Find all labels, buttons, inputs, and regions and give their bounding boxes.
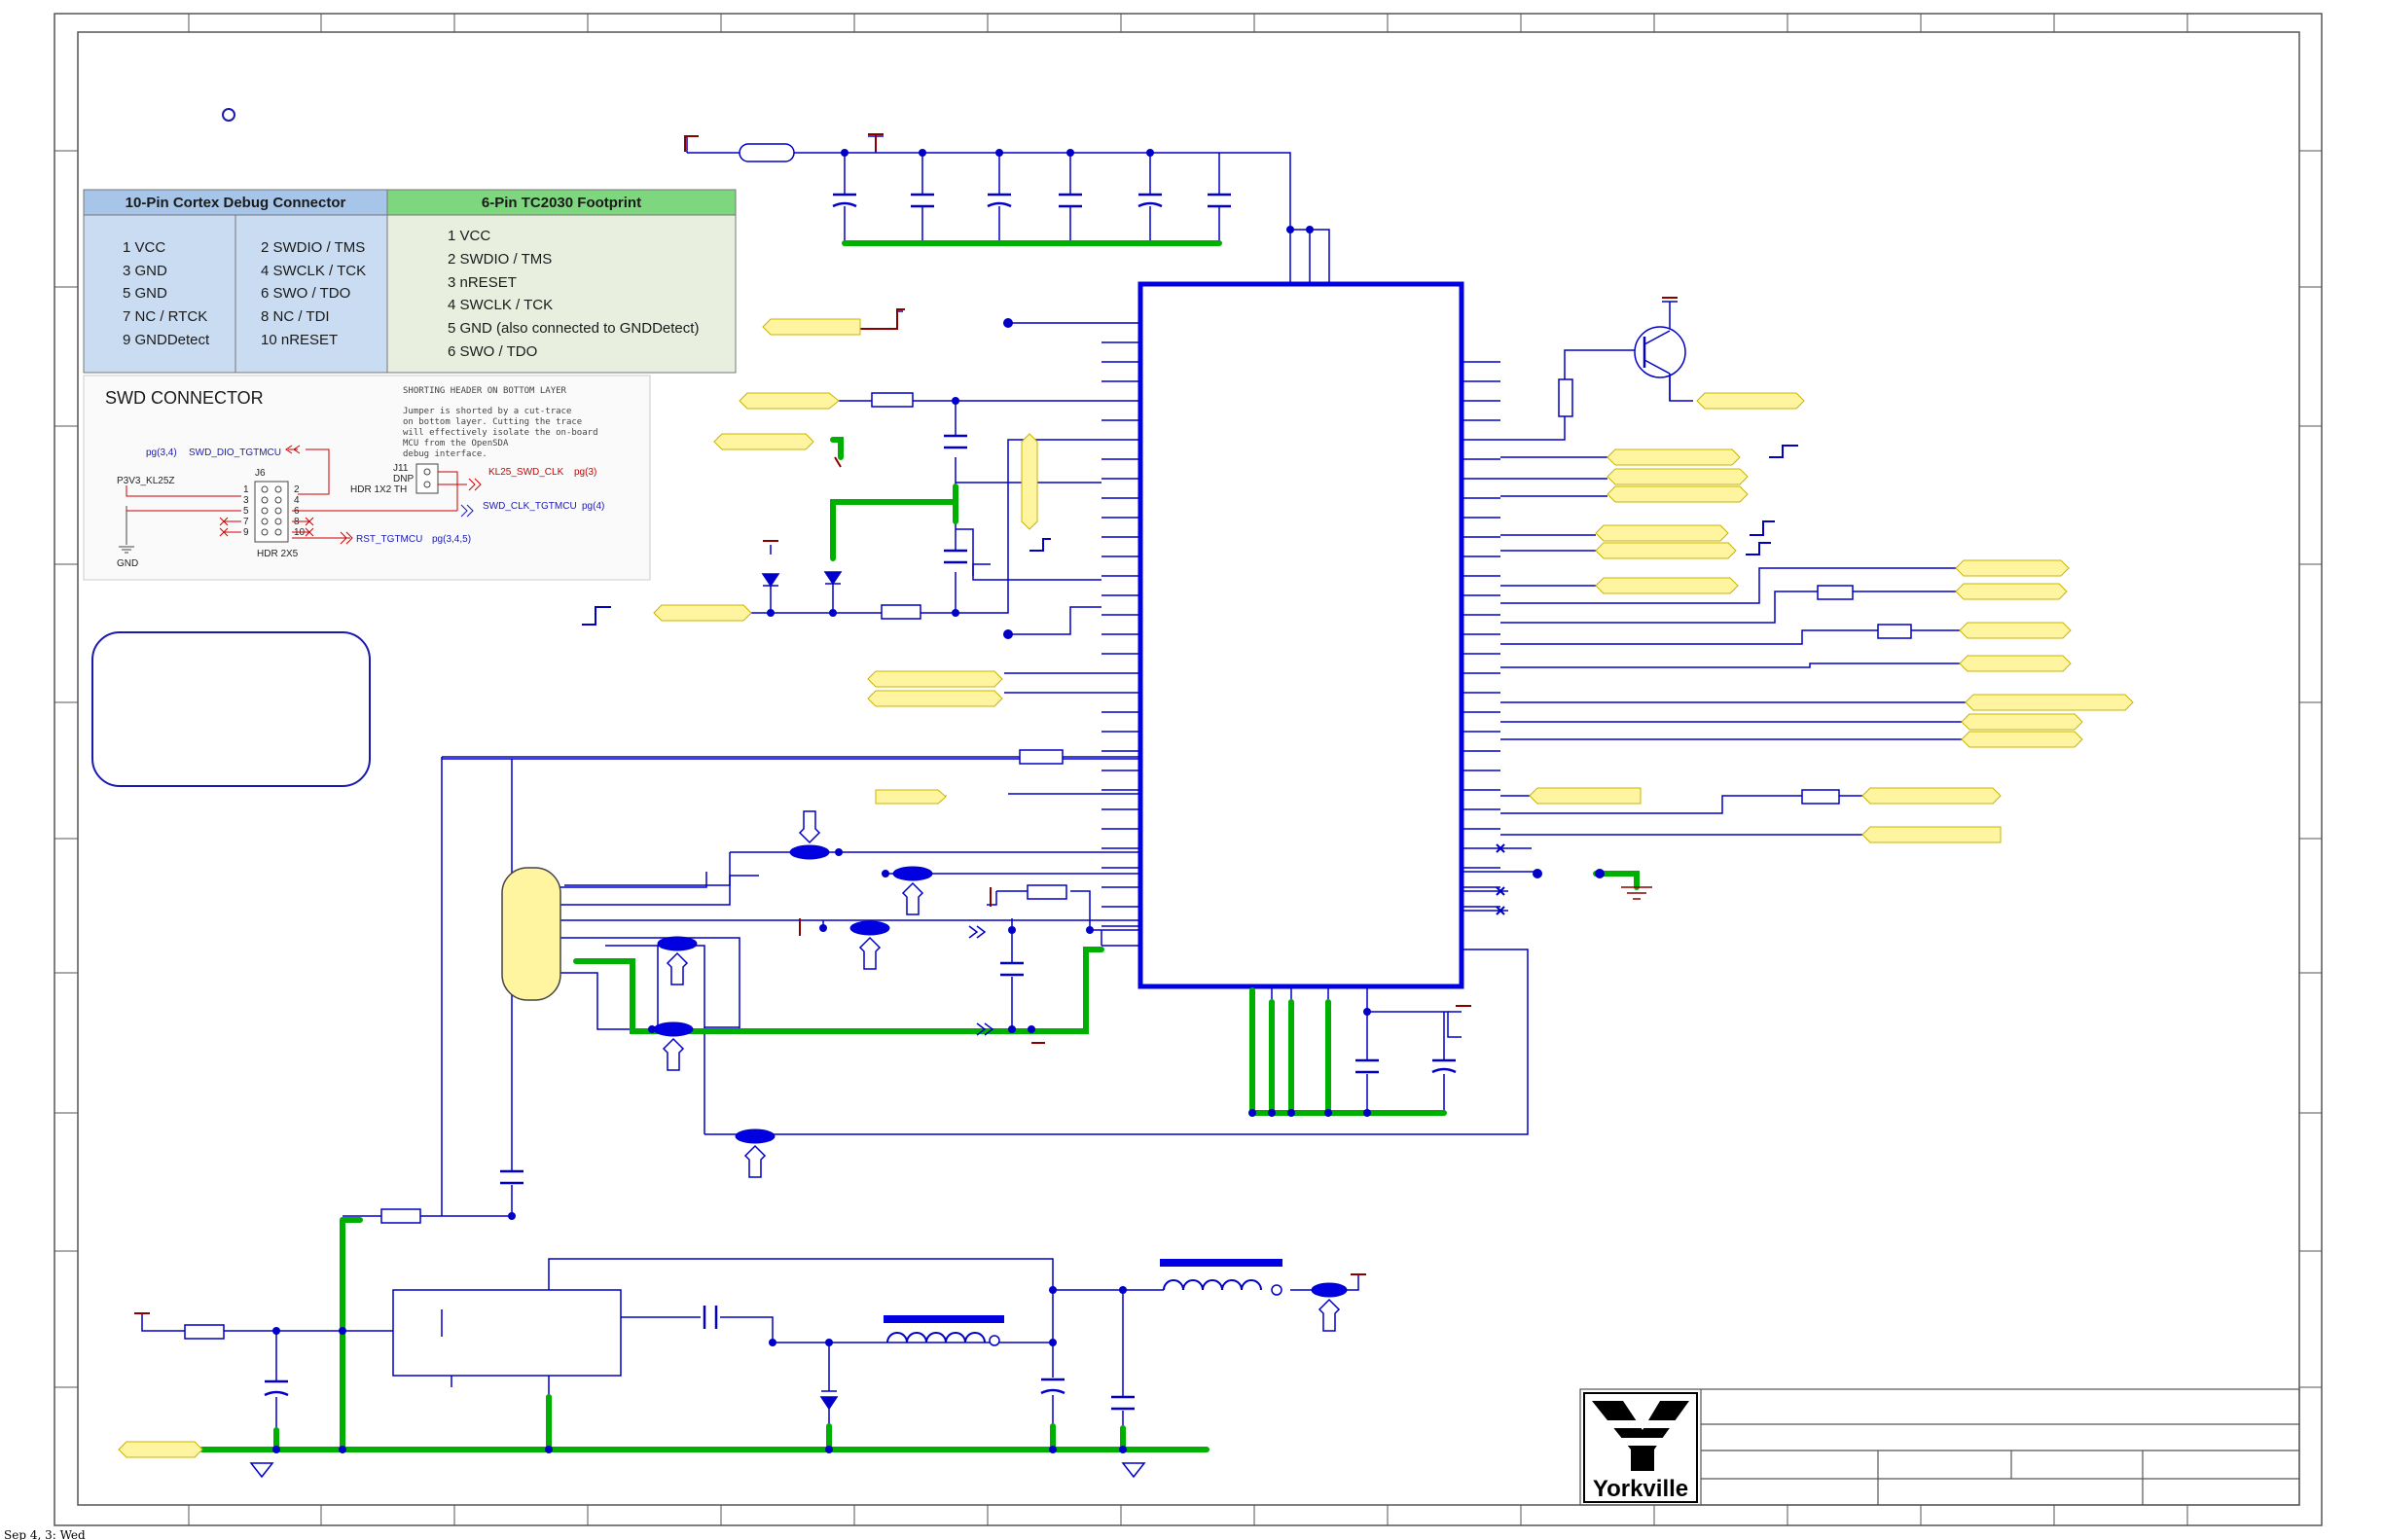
port-arrow-icon — [285, 445, 301, 454]
test-point-arrows — [662, 810, 1341, 1332]
swd-title: SWD CONNECTOR — [105, 388, 264, 408]
pin-number: 1 — [243, 484, 249, 495]
table-header-10pin: 10-Pin Cortex Debug Connector — [126, 195, 346, 211]
pin-number: 7 — [243, 517, 249, 527]
net-label: P3V3_KL25Z — [117, 476, 175, 486]
gnd-label: GND — [117, 558, 138, 569]
net-label: SWD_CLK_TGTMCU — [483, 501, 577, 512]
pin-number: 4 — [294, 495, 300, 506]
note-line: on bottom layer. Cutting the trace — [403, 417, 582, 427]
swd-connector-inset: SWD CONNECTOR SHORTING HEADER ON BOTTOM … — [83, 375, 651, 581]
note-line: debug interface. — [403, 449, 487, 459]
pin-item: 2 SWDIO / TMS — [261, 239, 365, 256]
net-label-flags — [118, 318, 2134, 1458]
sheet-frame — [54, 13, 2323, 1526]
pin-number: 5 — [243, 506, 249, 517]
pin-item: 3 GND — [123, 263, 167, 279]
mcu-right-pins — [1462, 361, 1500, 908]
mcu-symbol — [1137, 281, 1464, 989]
pin-item: 5 GND — [123, 285, 167, 302]
net-label: SWD_DIO_TGTMCU — [189, 448, 281, 458]
pin-item: 9 GNDDetect — [123, 332, 210, 348]
pin-item: 1 VCC — [123, 239, 165, 256]
debug-connector-table: 10-Pin Cortex Debug Connector 6-Pin TC20… — [83, 189, 737, 374]
footer-stamp: Sep 4, 3: Wed — [4, 1528, 86, 1540]
power-flags — [582, 445, 1798, 626]
yorkville-logo: Yorkville — [1583, 1392, 1698, 1503]
origin-marker — [222, 108, 235, 122]
pin-number: 2 — [294, 484, 300, 495]
pin-item: 6 SWO / TDO — [261, 285, 350, 302]
signal-arrows — [968, 925, 994, 1036]
pin-item: 2 SWDIO / TMS — [448, 251, 552, 268]
net-label: KL25_SWD_CLK — [488, 467, 564, 478]
title-block — [1579, 1388, 2300, 1506]
note-line: Jumper is shorted by a cut-trace — [403, 407, 571, 416]
note-box — [91, 631, 371, 787]
net-label: RST_TGTMCU — [356, 534, 422, 545]
net-ref: pg(3,4,5) — [432, 534, 471, 545]
pin-item: 8 NC / TDI — [261, 308, 330, 325]
pin-item: 7 NC / RTCK — [123, 308, 207, 325]
port-arrow-icon — [340, 531, 353, 545]
table-header-6pin: 6-Pin TC2030 Footprint — [482, 195, 641, 211]
pin-item: 10 nRESET — [261, 332, 338, 348]
note-line: MCU from the OpenSDA — [403, 439, 509, 448]
pin-number: 3 — [243, 495, 249, 506]
part-label: HDR 1X2 TH — [350, 484, 407, 495]
net-ref: pg(3,4) — [146, 448, 177, 458]
ground-icon — [249, 886, 1652, 1479]
no-connect-marks — [1496, 843, 1505, 915]
junction-dots — [272, 149, 1605, 1453]
net-ref: pg(3) — [574, 467, 596, 478]
part-label: HDR 2X5 — [257, 549, 299, 559]
note-line: will effectively isolate the on-board — [403, 428, 597, 438]
pin-item: 5 GND (also connected to GNDDetect) — [448, 320, 699, 337]
pin-item: 1 VCC — [448, 228, 490, 244]
test-points — [653, 844, 1348, 1298]
dnp-label: DNP — [393, 474, 414, 484]
net-ref: pg(4) — [582, 501, 604, 512]
vcc-flags — [134, 133, 1678, 1314]
port-arrow-icon — [460, 504, 474, 518]
pin-item: 6 SWO / TDO — [448, 343, 537, 360]
components — [184, 143, 1912, 1411]
pin-item: 4 SWCLK / TCK — [448, 297, 553, 313]
note-line: SHORTING HEADER ON BOTTOM LAYER — [403, 386, 567, 396]
pin-number: 9 — [243, 527, 249, 538]
port-arrow-icon — [468, 478, 482, 491]
pin-item: 4 SWCLK / TCK — [261, 263, 366, 279]
ref-designator: J11 — [393, 463, 409, 474]
mcu-left-pins — [1101, 322, 1140, 947]
logo-text: Yorkville — [1593, 1476, 1688, 1502]
ref-designator: J6 — [255, 468, 266, 479]
pin-item: 3 nRESET — [448, 274, 517, 291]
